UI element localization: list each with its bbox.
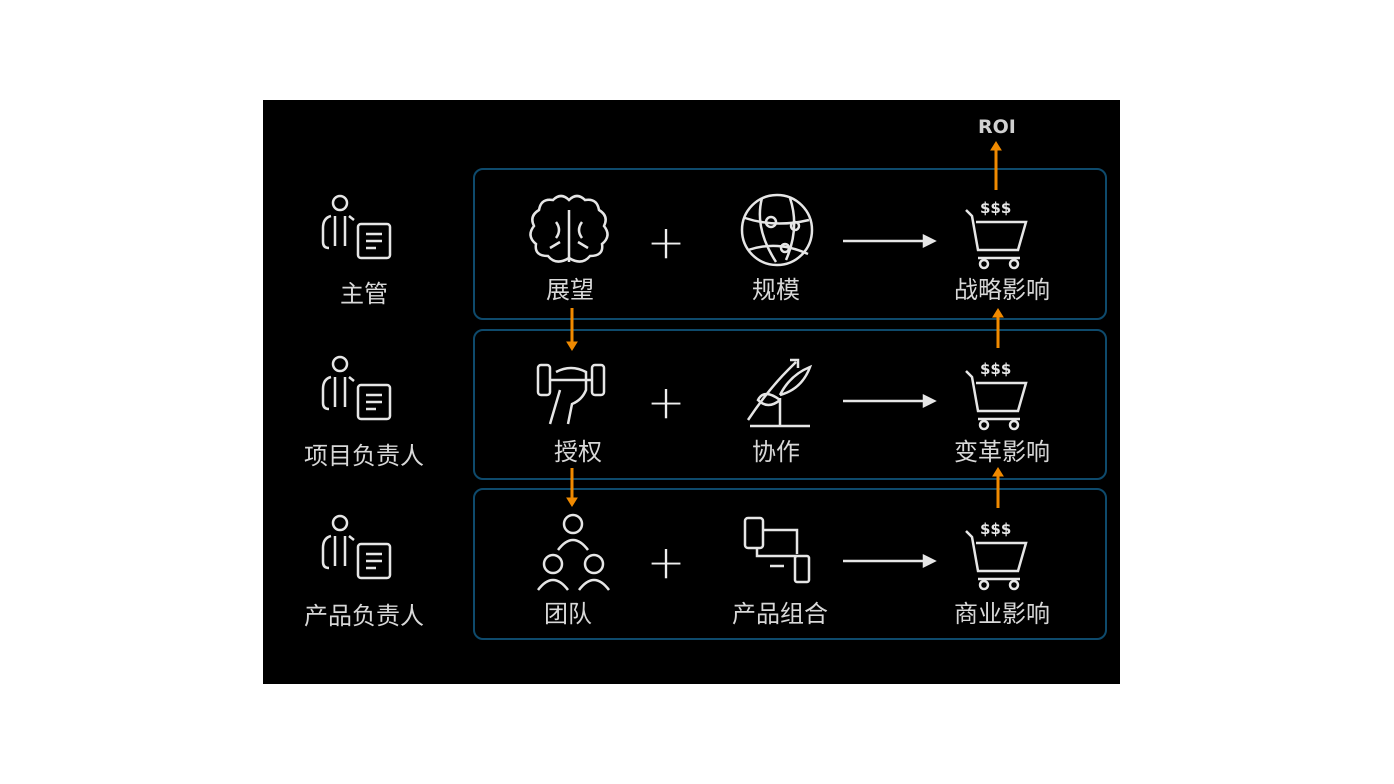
- row-result-label: 战略影响: [954, 276, 1050, 304]
- up-arrow: [992, 467, 1004, 508]
- plus-icon: +: [646, 535, 686, 589]
- person-document-icon: [321, 355, 392, 421]
- row-left-label: 展望: [546, 276, 594, 304]
- globe-network-icon: [740, 193, 814, 267]
- roi-label: ROI: [978, 116, 1016, 138]
- up-arrow: [992, 308, 1004, 348]
- plus-icon: +: [646, 375, 686, 429]
- shopping-cart-dollar-icon: $$$: [965, 520, 1028, 591]
- role-label: 项目负责人: [304, 442, 424, 470]
- growth-plant-icon: [746, 358, 813, 428]
- diagram-panel: [263, 100, 1120, 684]
- row-box-product-lead: [473, 488, 1107, 640]
- row-left-label: 团队: [544, 600, 592, 628]
- row-right-label: 产品组合: [732, 600, 828, 628]
- dumbbell-hand-icon: [536, 363, 606, 425]
- row-right-label: 规模: [752, 276, 800, 304]
- arrow-right-icon: [843, 393, 937, 409]
- row-box-project-lead: [473, 329, 1107, 480]
- row-result-label: 变革影响: [954, 438, 1050, 466]
- team-icon: [537, 513, 610, 591]
- down-arrow: [566, 468, 578, 507]
- svg-text:$$$: $$$: [980, 360, 1011, 378]
- arrow-right-icon: [843, 553, 937, 569]
- brain-icon: [529, 194, 609, 263]
- row-right-label: 协作: [752, 438, 800, 466]
- row-box-executive: [473, 168, 1107, 320]
- role-label: 产品负责人: [304, 602, 424, 630]
- shopping-cart-dollar-icon: $$$: [965, 360, 1028, 431]
- person-document-icon: [321, 514, 392, 580]
- roi-up-arrow: [990, 141, 1002, 190]
- down-arrow: [566, 308, 578, 351]
- svg-text:$$$: $$$: [980, 199, 1011, 217]
- row-result-label: 商业影响: [954, 600, 1050, 628]
- svg-text:$$$: $$$: [980, 520, 1011, 538]
- role-label: 主管: [340, 280, 388, 308]
- plus-icon: +: [646, 215, 686, 269]
- arrow-right-icon: [843, 233, 937, 249]
- person-document-icon: [321, 194, 392, 260]
- shopping-cart-dollar-icon: $$$: [965, 199, 1028, 270]
- row-left-label: 授权: [554, 438, 602, 466]
- devices-icon: [743, 516, 811, 584]
